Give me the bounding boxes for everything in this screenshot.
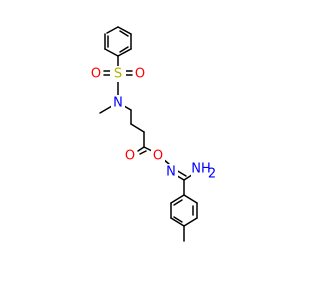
bond (183, 194, 198, 204)
bond (173, 199, 183, 206)
bond (117, 48, 132, 57)
atom-label-layer: S O O N O O N NH 2 (89, 66, 217, 182)
bond (137, 146, 145, 152)
atom-symbol: N (113, 96, 123, 111)
atom-label-o2: O (133, 66, 147, 82)
bond (106, 26, 119, 34)
bond (139, 150, 147, 155)
atom-label-s: S (110, 66, 126, 82)
atom-symbol: O (125, 149, 135, 164)
bond (170, 194, 185, 204)
atom-symbol: O (135, 67, 145, 82)
bond (99, 105, 113, 114)
atom-label-nh2: NH 2 (191, 161, 217, 182)
bond (104, 48, 119, 57)
atom-symbol: N (166, 165, 176, 180)
bond (119, 30, 129, 37)
atom-symbol: O (91, 67, 101, 82)
atom-symbol: NH (191, 162, 211, 177)
molecule-diagram: S O O N O O N NH 2 (89, 26, 217, 242)
bond (183, 217, 198, 227)
atom-subscript: 2 (208, 167, 216, 182)
bond (170, 217, 185, 227)
bond (130, 123, 145, 133)
atom-label-n-sulfonamide: N (111, 95, 125, 111)
atom-label-n-oxime: N (164, 164, 178, 180)
structure-canvas: S O O N O O N NH 2 (89, 26, 217, 242)
atom-label-o-ester: O (151, 148, 165, 164)
bond (123, 105, 132, 111)
bond (143, 146, 153, 152)
atom-label-o1: O (89, 66, 103, 82)
bond (119, 46, 129, 53)
atom-symbol: O (153, 149, 163, 164)
bond-layer (99, 26, 198, 242)
atom-label-o-carbonyl: O (123, 148, 137, 164)
bond (117, 26, 132, 35)
bond (173, 216, 183, 223)
atom-symbol: S (114, 67, 122, 82)
